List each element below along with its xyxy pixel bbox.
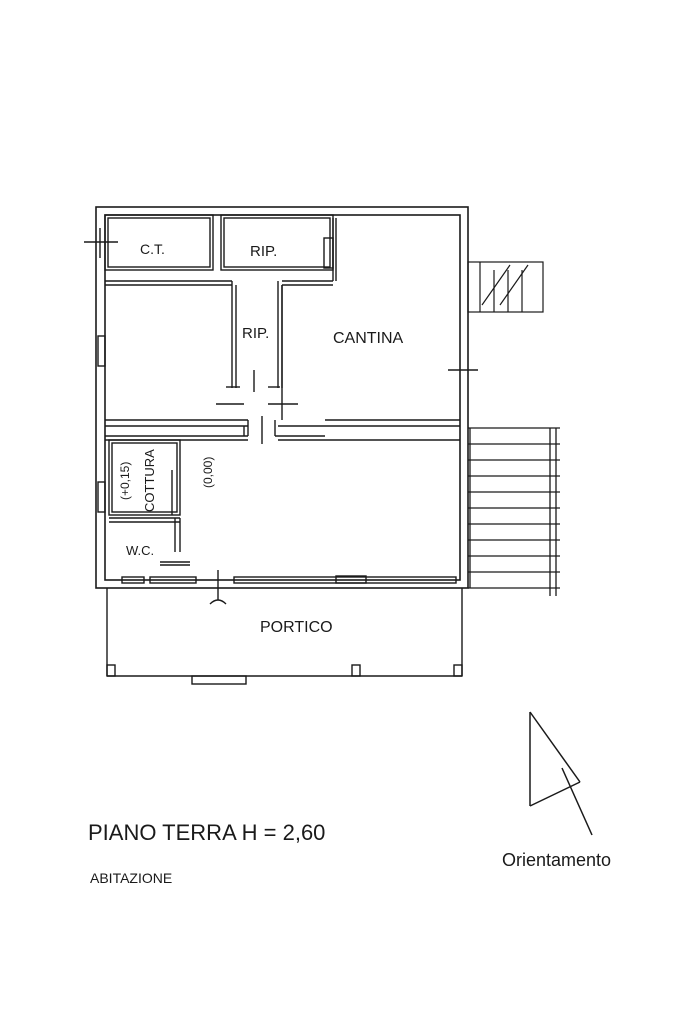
room-label-ct: C.T. xyxy=(140,241,165,257)
portico-outline xyxy=(106,588,463,685)
north-arrow-icon xyxy=(529,711,593,836)
room-label-cantina: CANTINA xyxy=(333,330,404,347)
pergola xyxy=(468,427,560,596)
room-label-portico: PORTICO xyxy=(260,619,333,636)
floor-subtitle: ABITAZIONE xyxy=(90,870,173,886)
room-labels: C.T. RIP. RIP. CANTINA COTTURA (+0,15) (… xyxy=(118,241,404,636)
external-stair xyxy=(467,261,544,313)
room-level-cottura: (+0,15) xyxy=(118,462,132,500)
room-label-wc: W.C. xyxy=(126,543,154,558)
room-label-cottura: COTTURA xyxy=(142,449,157,512)
room-label-rip-corridor: RIP. xyxy=(242,325,269,342)
room-level-main: (0,00) xyxy=(201,457,215,488)
orientation-label: Orientamento xyxy=(502,850,612,870)
interior-walls xyxy=(84,214,478,605)
room-label-rip-top: RIP. xyxy=(250,243,277,260)
floor-title: PIANO TERRA H = 2,60 xyxy=(88,820,326,845)
